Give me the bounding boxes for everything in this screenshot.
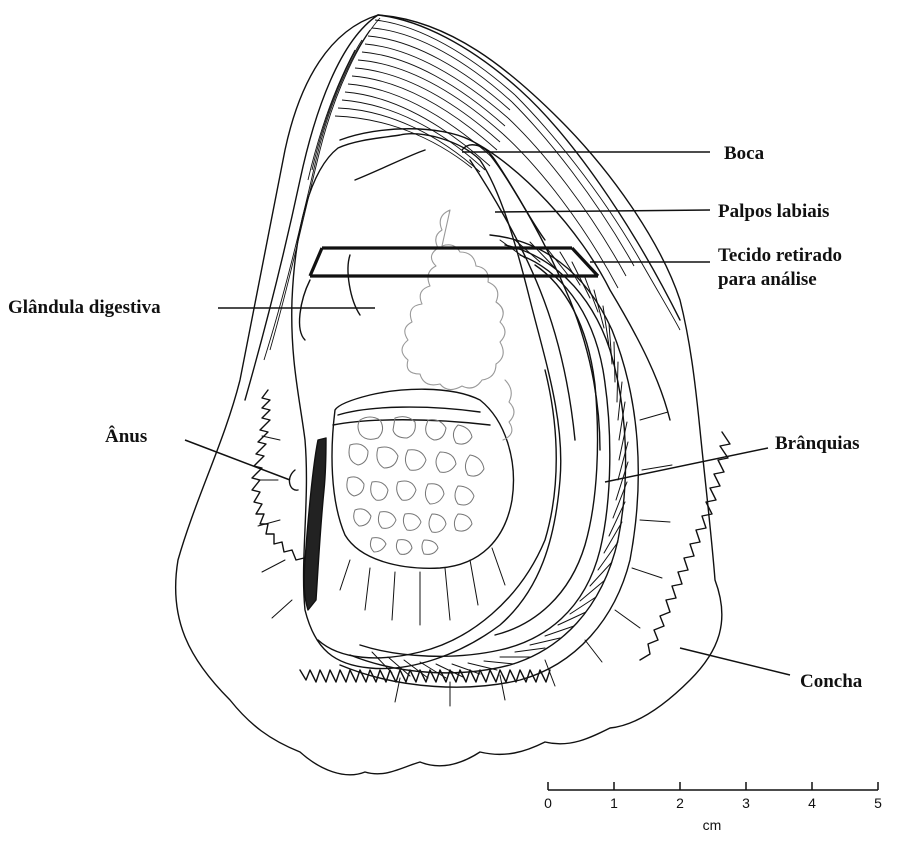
- scale-tick-label: 5: [874, 795, 882, 811]
- labial-palps: [462, 145, 600, 450]
- label-tecido-line1: Tecido retirado: [718, 244, 842, 268]
- leader-palpos: [495, 210, 710, 212]
- gonad-texture: [347, 417, 484, 555]
- scale-bar: 0 1 2 3 4 5 cm: [544, 782, 882, 833]
- label-concha: Concha: [800, 670, 862, 694]
- scale-unit-label: cm: [703, 817, 722, 833]
- shell-outline: [176, 15, 722, 775]
- label-boca: Boca: [724, 142, 764, 166]
- leader-anus: [185, 440, 290, 480]
- mantle-fringe-right: [640, 432, 730, 660]
- mantle-outline: [292, 134, 561, 669]
- scale-tick-label: 1: [610, 795, 618, 811]
- label-tecido-line2: para análise: [718, 268, 817, 292]
- scale-tick-label: 0: [544, 795, 552, 811]
- digestive-gland-lobes: [402, 210, 505, 390]
- label-glandula-digestiva: Glândula digestiva: [8, 296, 161, 320]
- gills: [340, 235, 638, 687]
- leader-lines: [185, 152, 790, 675]
- label-anus: Ânus: [105, 425, 147, 449]
- leader-concha: [680, 648, 790, 675]
- scale-tick-label: 2: [676, 795, 684, 811]
- label-palpos-labiais: Palpos labiais: [718, 200, 829, 224]
- scale-tick-label: 3: [742, 795, 750, 811]
- label-branquias: Brânquias: [775, 432, 859, 456]
- anus-band: [304, 438, 326, 610]
- inner-shell-rim: [340, 129, 670, 420]
- tissue-sample-box: [310, 248, 598, 276]
- leader-branquias: [605, 448, 768, 482]
- scale-tick-label: 4: [808, 795, 816, 811]
